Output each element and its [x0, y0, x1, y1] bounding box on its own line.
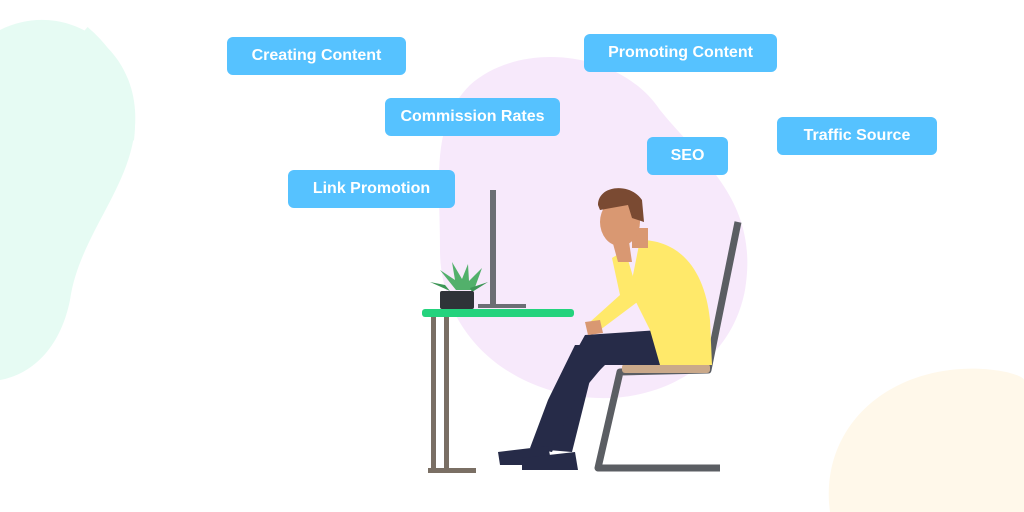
- tag-traffic-source: Traffic Source: [777, 117, 937, 155]
- tag-promoting-content: Promoting Content: [584, 34, 777, 72]
- potted-plant: [430, 262, 488, 309]
- cream-blob: [828, 368, 1024, 512]
- tag-commission-rates: Commission Rates: [385, 98, 560, 136]
- tag-seo: SEO: [647, 137, 728, 175]
- mint-blob-outline: [82, 26, 135, 141]
- tag-creating-content: Creating Content: [227, 37, 406, 75]
- desk: [422, 309, 574, 473]
- chair: [594, 221, 742, 472]
- person: [498, 188, 712, 470]
- tag-link-promotion: Link Promotion: [288, 170, 455, 208]
- monitor: [478, 190, 526, 308]
- mint-blob: [0, 19, 136, 380]
